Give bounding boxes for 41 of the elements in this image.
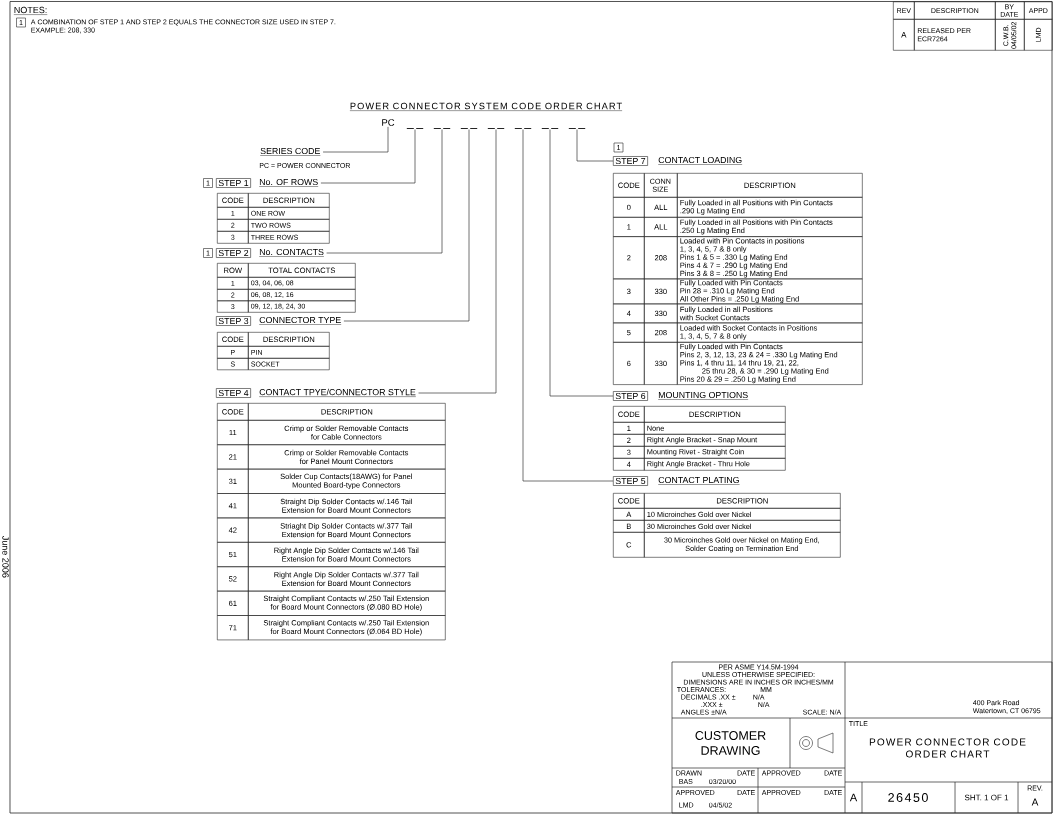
table-cell: A xyxy=(893,19,915,51)
step-box: STEP 2 xyxy=(216,248,251,258)
step-box: STEP 4 xyxy=(216,388,251,398)
leader-line xyxy=(320,129,416,184)
fill-in-line xyxy=(460,127,478,130)
drawing-number: 26450 xyxy=(888,793,928,802)
heading-text: CONTACT LOADING xyxy=(658,156,743,165)
fill-in-line xyxy=(487,127,505,130)
fill-in-line xyxy=(433,127,451,130)
leader-line xyxy=(418,129,497,394)
fill-in-line xyxy=(514,127,532,130)
heading-text: NOTES: xyxy=(13,6,48,15)
leader-line xyxy=(576,129,614,162)
code-text: PC xyxy=(382,119,395,126)
fill-in-line xyxy=(568,127,586,130)
fill-in-line xyxy=(406,127,424,130)
stamp-text: CUSTOMER DRAWING xyxy=(695,731,766,755)
heading-text: CONNECTOR TYPE xyxy=(259,316,342,325)
step-box: STEP 5 xyxy=(613,476,648,486)
fill-in-line xyxy=(541,127,559,130)
leader-line xyxy=(322,126,389,153)
label-text: A xyxy=(849,793,858,802)
leader-line xyxy=(326,129,443,254)
label-text: SHT. 1 OF 1 xyxy=(964,794,1009,801)
label-text: A xyxy=(1031,798,1039,806)
heading-text: MOUNTING OPTIONS xyxy=(658,391,749,400)
heading-text: No. CONTACTS xyxy=(259,248,325,257)
heading-text: SERIES CODE xyxy=(260,147,321,156)
leader-line xyxy=(549,129,614,397)
note-text: June 2006 xyxy=(2,535,9,578)
title-text: POWER CONNECTOR SYSTEM CODE ORDER CHART xyxy=(349,102,623,111)
step-box: STEP 6 xyxy=(613,391,648,401)
heading-text: CONTACT PLATING xyxy=(658,476,740,485)
heading-text: CONTACT TPYE/CONNECTOR STYLE xyxy=(259,388,417,397)
step-box: STEP 1 xyxy=(216,178,251,188)
step-box: STEP 7 xyxy=(613,156,648,166)
title-text: POWER CONNECTOR CODE ORDER CHART xyxy=(869,738,1026,758)
step-box: STEP 3 xyxy=(216,316,251,326)
leader-line xyxy=(522,129,614,482)
heading-text: No. OF ROWS xyxy=(259,178,319,187)
leader-line xyxy=(343,129,470,322)
